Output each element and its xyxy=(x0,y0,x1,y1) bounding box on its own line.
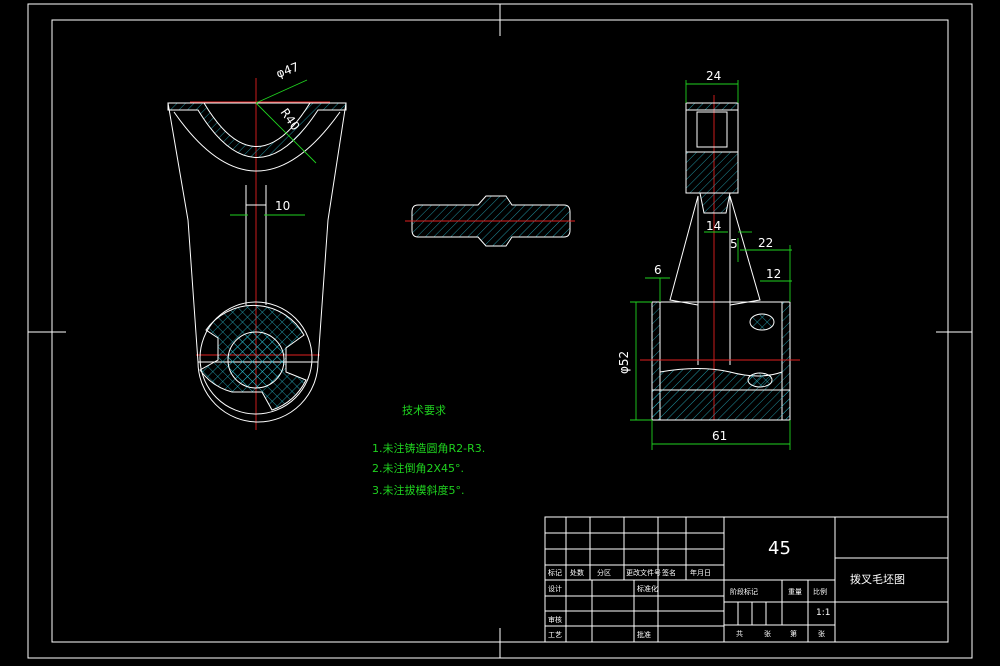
tb-mark: 标记 xyxy=(548,568,562,577)
tb-signature: 签名 xyxy=(662,568,676,577)
drawing-name: 拨叉毛坯图 xyxy=(850,572,905,586)
scale-value: 1:1 xyxy=(816,608,830,618)
tb-stage-mark: 阶段标记 xyxy=(730,587,758,596)
tb-change-doc: 更改文件号 xyxy=(626,568,661,577)
sheet-border xyxy=(27,3,973,659)
dim-24: 24 xyxy=(706,69,721,83)
tb-date: 年月日 xyxy=(690,568,711,577)
note-item-1: 1.未注铸造圆角R2-R3. xyxy=(372,441,485,455)
dim-phi47: φ47 xyxy=(274,60,301,81)
material-value: 45 xyxy=(768,538,791,559)
tb-zone: 分区 xyxy=(597,568,611,577)
tb-total: 共 xyxy=(736,629,743,638)
dim-5: 5 xyxy=(730,237,738,251)
side-dimension-lines xyxy=(630,80,792,450)
tb-of: 第 xyxy=(790,629,797,638)
tb-review: 审核 xyxy=(548,615,562,624)
dim-61: 61 xyxy=(712,429,727,443)
note-item-2: 2.未注倒角2X45°. xyxy=(372,461,464,475)
dim-14: 14 xyxy=(706,219,721,233)
dim-phi52: φ52 xyxy=(617,351,631,374)
dim-6: 6 xyxy=(654,263,662,277)
tb-sheet2: 张 xyxy=(818,629,825,638)
tb-standardize: 标准化 xyxy=(637,584,658,593)
title-block xyxy=(544,516,949,643)
tb-process: 工艺 xyxy=(548,631,562,639)
notes-title: 技术要求 xyxy=(402,404,446,417)
dim-12: 12 xyxy=(766,267,781,281)
tb-weight: 重量 xyxy=(788,588,802,596)
dim-22: 22 xyxy=(758,236,773,250)
fork-front-view xyxy=(167,78,347,430)
tb-ratio: 比例 xyxy=(813,587,827,596)
dim-10: 10 xyxy=(275,199,290,213)
note-item-3: 3.未注拔模斜度5°. xyxy=(372,483,465,497)
tb-count: 处数 xyxy=(570,568,584,577)
tb-sheet: 张 xyxy=(764,629,771,638)
shaft-section-view xyxy=(405,195,575,247)
fork-side-view xyxy=(640,95,800,421)
tb-approve: 批准 xyxy=(637,630,651,639)
tb-designer: 设计 xyxy=(548,584,562,593)
